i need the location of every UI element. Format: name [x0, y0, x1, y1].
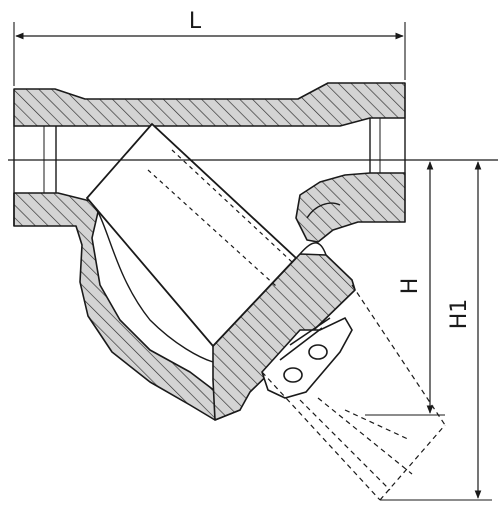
height-label: H: [398, 278, 423, 295]
top-wall: [13, 82, 406, 127]
height1-label: H1: [447, 299, 472, 330]
length-label: L: [189, 9, 202, 34]
dimension-height: H: [365, 161, 445, 416]
screen-removal-envelope: [261, 284, 446, 501]
valve-body-section: [13, 82, 406, 421]
dimension-length: L: [13, 9, 406, 86]
drain-plug: [261, 316, 353, 399]
strainer-screen: [85, 122, 298, 348]
lower-right-wall: [295, 172, 406, 243]
dimension-height1: H1: [380, 161, 492, 501]
